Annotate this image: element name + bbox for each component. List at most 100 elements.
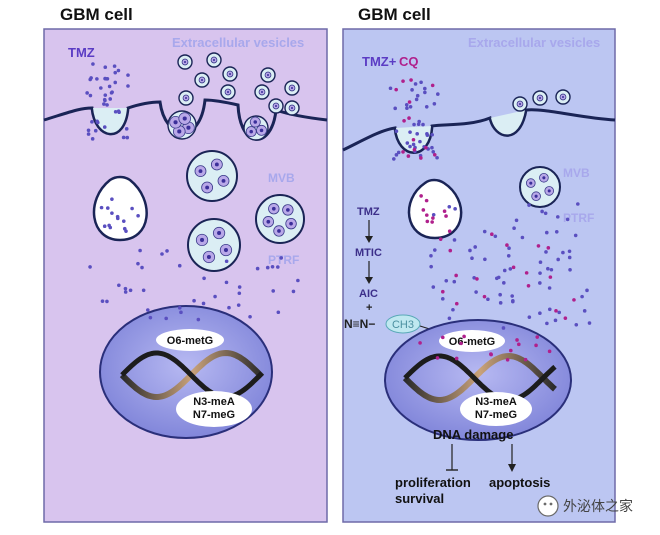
left-mvb-cargo-core	[206, 254, 211, 259]
right-cq-dot	[401, 150, 405, 154]
right-drug-dot	[408, 144, 412, 149]
right-mvb-cargo-core	[529, 181, 533, 185]
right-drug-dots	[388, 78, 592, 362]
right-drug-dot	[546, 266, 550, 271]
right-drug-dot	[582, 309, 587, 313]
left-mvb-cargo-core	[221, 178, 226, 183]
right-nucleus-dot	[523, 357, 528, 362]
right-cq-dot	[424, 145, 428, 150]
left-drug-dot	[196, 317, 201, 322]
right-drug-dot	[416, 122, 421, 127]
right-cq-dot	[406, 154, 411, 158]
pathway-tmz: TMZ	[357, 206, 380, 218]
left-drug-dot	[99, 86, 103, 90]
left-drug-dot	[95, 77, 99, 81]
right-drug-dot	[514, 218, 519, 223]
right-drug-dot	[508, 267, 513, 271]
right-helix-strand-a	[402, 352, 557, 403]
right-cq-dot	[407, 116, 411, 120]
right-cq-dot	[438, 237, 443, 241]
right-drug-dot	[430, 145, 434, 150]
right-cq-dot	[548, 275, 553, 279]
left-drug-dot	[279, 256, 284, 260]
right-drug-dot	[474, 290, 478, 294]
left-drug-dot	[95, 119, 99, 124]
right-nucleus-dot	[547, 349, 552, 354]
left-drug-dot	[105, 103, 109, 107]
right-nucleus-dot	[509, 348, 513, 353]
right-drug-dot	[587, 321, 592, 325]
left-drug-dot	[270, 264, 275, 269]
apoptosis-label: apoptosis	[489, 475, 550, 490]
right-drug-dot	[408, 130, 412, 134]
methyl-label: CH3	[392, 319, 414, 331]
right-vacuole-dot	[447, 229, 452, 234]
left-drug-dot	[138, 248, 142, 253]
left-drug-dot	[124, 127, 129, 131]
right-cq-dot	[511, 265, 516, 270]
right-drug-dot	[405, 141, 410, 145]
right-drug-dot	[506, 254, 511, 258]
right-drug-dot	[423, 86, 427, 91]
left-drug-dot	[136, 261, 140, 266]
left-drug-dot	[103, 93, 108, 97]
left-drug-dot	[89, 76, 93, 80]
left-drug-dot	[117, 283, 121, 288]
right-drug-dot	[567, 249, 572, 254]
left-budding-vesicle-cargo-core	[259, 128, 264, 133]
left-drug-dot	[90, 137, 95, 141]
right-n-badge	[460, 392, 532, 426]
left-drug-dot	[123, 286, 128, 291]
right-cq-dot	[454, 273, 458, 278]
right-mvb-cargo-core	[542, 176, 546, 180]
right-nucleus-dot	[440, 335, 445, 340]
right-drug-dot	[498, 301, 503, 305]
right-vacuole-dot	[442, 209, 447, 214]
left-mvb-cargo-core	[198, 169, 203, 174]
right-drug-dot	[567, 255, 572, 260]
left-drug-dot	[100, 299, 105, 303]
right-nucleus-dot	[462, 334, 466, 339]
right-drug-dot	[555, 215, 560, 219]
left-extracellular-vesicle-cargo-core	[200, 78, 204, 82]
left-drug-dot	[112, 64, 117, 68]
right-n3-label: N3-meA	[475, 396, 517, 408]
watermark: 外泌体之家	[537, 495, 633, 517]
right-drug-dot	[470, 256, 474, 261]
right-drug-dot	[451, 307, 455, 312]
right-drug-dot	[547, 286, 552, 290]
left-drug-dot	[224, 259, 229, 264]
left-drug-dot	[113, 80, 118, 85]
left-o6-label: O6-metG	[167, 335, 213, 347]
left-vacuole-dot	[105, 206, 110, 210]
right-nucleus-dot	[534, 343, 538, 348]
right-drug-dot	[544, 250, 548, 254]
left-drug-dot	[128, 288, 133, 293]
right-drug-dot	[396, 150, 401, 155]
right-o6-badge	[439, 330, 505, 352]
right-vacuole-dot	[421, 208, 426, 212]
left-vacuole-dot	[122, 226, 127, 231]
dna-damage-label: DNA damage	[433, 427, 513, 442]
right-vacuole-dot	[424, 213, 429, 217]
left-drug-dot	[110, 90, 114, 94]
right-nucleus-dot	[515, 338, 519, 342]
left-budding-vesicle-cargo-core	[253, 120, 258, 124]
left-ptrf-label: PTRF	[268, 253, 299, 267]
left-vacuole-dot	[110, 211, 114, 215]
right-drug-dot	[538, 311, 542, 316]
activate-arrowhead	[508, 464, 516, 472]
left-title: GBM cell	[60, 5, 133, 24]
right-drug-dot	[440, 297, 445, 301]
left-extracellular-vesicle-cargo-core	[290, 86, 294, 90]
right-vacuole-dot	[444, 214, 448, 218]
right-drug-dot	[543, 211, 548, 216]
right-drug-dot	[502, 268, 507, 273]
left-vacuole-dot	[121, 219, 126, 223]
left-drug-dot	[140, 265, 144, 270]
right-mvb-cargo-core	[534, 194, 538, 198]
right-drug-dot	[410, 88, 414, 92]
right-drug-dot	[501, 326, 506, 330]
left-drug-dot	[121, 135, 126, 140]
